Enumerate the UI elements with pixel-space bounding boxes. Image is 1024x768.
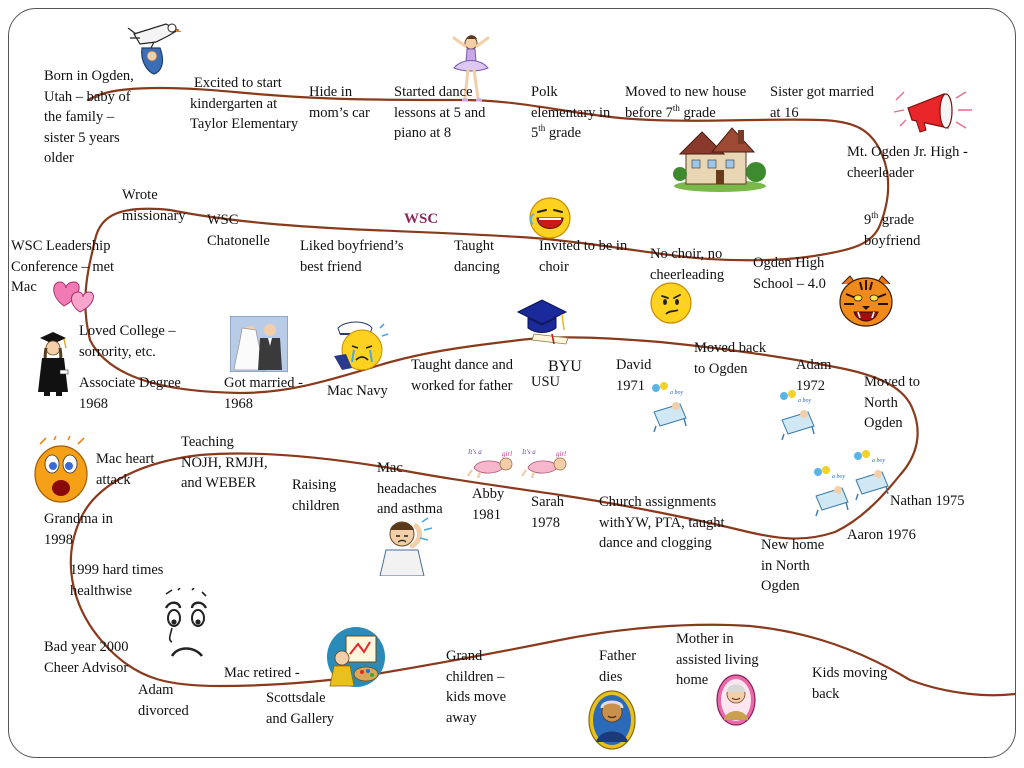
label-usu: USU (531, 374, 561, 390)
headache-man-icon (376, 516, 436, 576)
hearts-icon (50, 274, 96, 314)
label-moved-new-house: Moved to new house before 7th grade (625, 84, 747, 121)
old-woman-icon (716, 674, 756, 726)
label-mac-navy: Mac Navy (327, 383, 388, 399)
baby-icon: It's a girl (520, 444, 576, 478)
label-got-married: Got married -1968 (224, 375, 303, 412)
graduation-cap-icon (514, 296, 572, 346)
baby-cradle-icon: a boy (852, 450, 894, 502)
megaphone-icon (892, 88, 974, 138)
tiger-icon (836, 274, 896, 330)
wedding-couple-icon (230, 316, 288, 372)
baby-cradle-icon: a boy (812, 466, 854, 518)
svg-text:It's a: It's a (521, 448, 536, 456)
svg-text:a boy: a boy (670, 390, 684, 396)
baby-cradle-icon: a boy (650, 382, 692, 434)
label-ninth-grade: 9th grade boyfriend (864, 210, 921, 249)
baby-icon: It's a girl (466, 444, 522, 478)
scared-face-icon (32, 436, 90, 504)
label-nathan: Nathan 1975 (890, 493, 965, 509)
painter-icon (326, 626, 386, 688)
stork-icon (126, 14, 182, 76)
crying-sailor-icon (332, 318, 390, 376)
label-aaron: Aaron 1976 (847, 527, 916, 543)
svg-text:a boy: a boy (832, 474, 846, 480)
label-mt-ogden: Mt. Ogden Jr. High -cheerleader (847, 144, 968, 181)
laughing-face-icon (528, 196, 572, 240)
label-wsc: WSC (404, 211, 439, 227)
label-loved-college: Loved College –sorrority, etc. (79, 323, 176, 360)
ballerina-icon (448, 34, 494, 106)
baby-cradle-icon: a boy (778, 390, 820, 442)
svg-text:girl: girl (556, 450, 566, 458)
graduate-icon (34, 330, 72, 402)
house-icon (672, 122, 768, 194)
old-man-icon (588, 690, 636, 750)
svg-text:a boy: a boy (872, 458, 886, 464)
svg-text:girl: girl (502, 450, 512, 458)
label-byu: BYU (548, 358, 582, 375)
svg-text:a boy: a boy (798, 398, 812, 404)
sad-face-icon (160, 588, 212, 666)
confused-face-icon (650, 282, 692, 324)
label-mac-retired: Mac retired - (224, 665, 300, 681)
svg-text:It's a: It's a (467, 448, 482, 456)
